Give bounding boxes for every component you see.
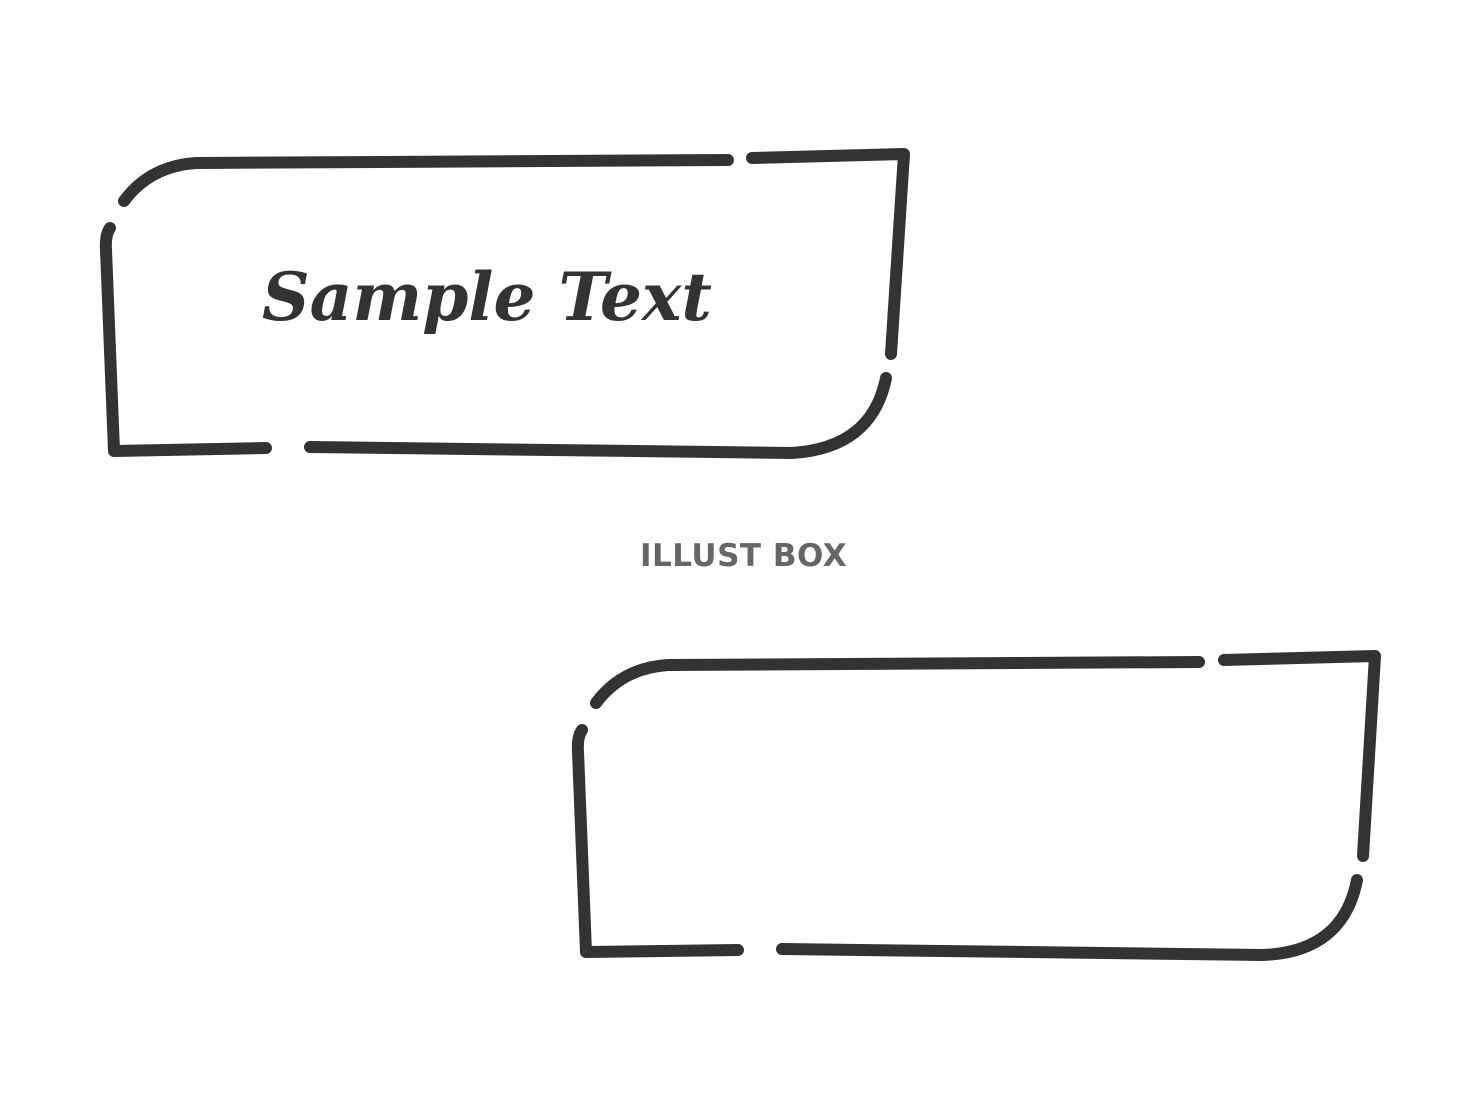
- frame-bottom-right-bottom-curve: [776, 874, 1363, 961]
- frame-bottom-right: [571, 650, 1381, 961]
- frame-bottom-right-right-edge: [1218, 650, 1381, 862]
- frame-bottom-right-left-edge: [571, 724, 744, 958]
- sample-text: Sample Text: [262, 258, 712, 336]
- frame-top-left-left-edge: [99, 222, 272, 457]
- watermark-logo: ILLUST BOX: [640, 538, 848, 574]
- frame-top-left-right-edge: [746, 148, 910, 360]
- frame-top-left: [99, 148, 910, 459]
- frame-top-left-bottom-curve: [304, 372, 892, 459]
- frame-top-left-top-curve: [118, 154, 734, 207]
- frame-bottom-right-top-curve: [590, 656, 1205, 709]
